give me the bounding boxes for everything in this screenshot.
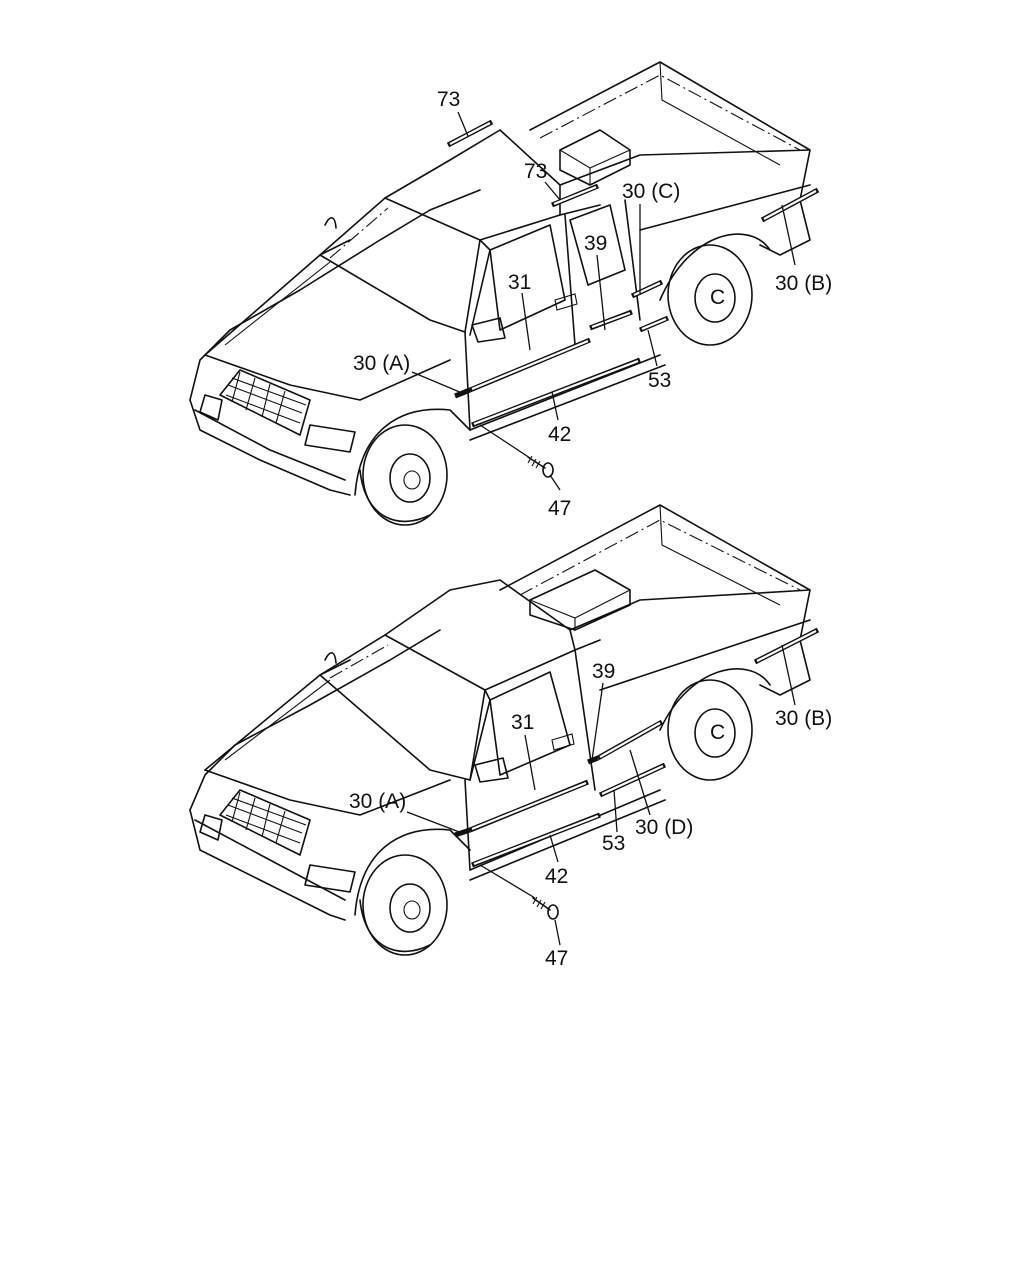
top-leaders bbox=[411, 111, 796, 491]
bottom-leaders bbox=[406, 644, 796, 946]
bottom-callouts: 39 31 30 (B) 30 (A) 53 30 (D) 42 47 bbox=[349, 660, 832, 970]
callout-30a: 30 (A) bbox=[349, 790, 406, 813]
svg-text:C: C bbox=[710, 721, 725, 744]
bottom-parts bbox=[454, 627, 820, 920]
callout-42: 42 bbox=[545, 865, 568, 888]
callout-30a: 30 (A) bbox=[353, 352, 410, 375]
top-truck-body: C bbox=[189, 61, 811, 526]
part-39-pillar-molding bbox=[587, 755, 599, 765]
callout-73-rear: 73 bbox=[524, 160, 547, 183]
part-47-screw bbox=[527, 455, 554, 478]
regular-cab-pickup-view: C bbox=[189, 504, 832, 970]
extended-cab-pickup-view: C bbox=[189, 61, 832, 526]
callout-53: 53 bbox=[648, 369, 671, 392]
callout-39: 39 bbox=[592, 660, 615, 683]
callout-30b: 30 (B) bbox=[775, 707, 832, 730]
top-parts bbox=[446, 119, 820, 478]
callout-47: 47 bbox=[548, 497, 571, 520]
callout-39: 39 bbox=[584, 232, 607, 255]
callout-47: 47 bbox=[545, 947, 568, 970]
svg-text:C: C bbox=[710, 286, 725, 309]
part-47-screw bbox=[532, 896, 559, 920]
callout-31: 31 bbox=[508, 271, 531, 294]
callout-30d: 30 (D) bbox=[635, 816, 693, 839]
callout-31: 31 bbox=[511, 711, 534, 734]
callout-73-roof: 73 bbox=[437, 88, 460, 111]
part-30a-strip bbox=[454, 387, 471, 399]
callout-42: 42 bbox=[548, 423, 571, 446]
callout-30b: 30 (B) bbox=[775, 272, 832, 295]
top-callouts: 73 73 30 (C) 39 31 30 (B) 30 (A) 53 42 4… bbox=[353, 88, 832, 520]
callout-53: 53 bbox=[602, 832, 625, 855]
part-30a-strip bbox=[454, 827, 471, 838]
bottom-truck-body: C bbox=[189, 504, 811, 956]
callout-30c: 30 (C) bbox=[622, 180, 680, 203]
